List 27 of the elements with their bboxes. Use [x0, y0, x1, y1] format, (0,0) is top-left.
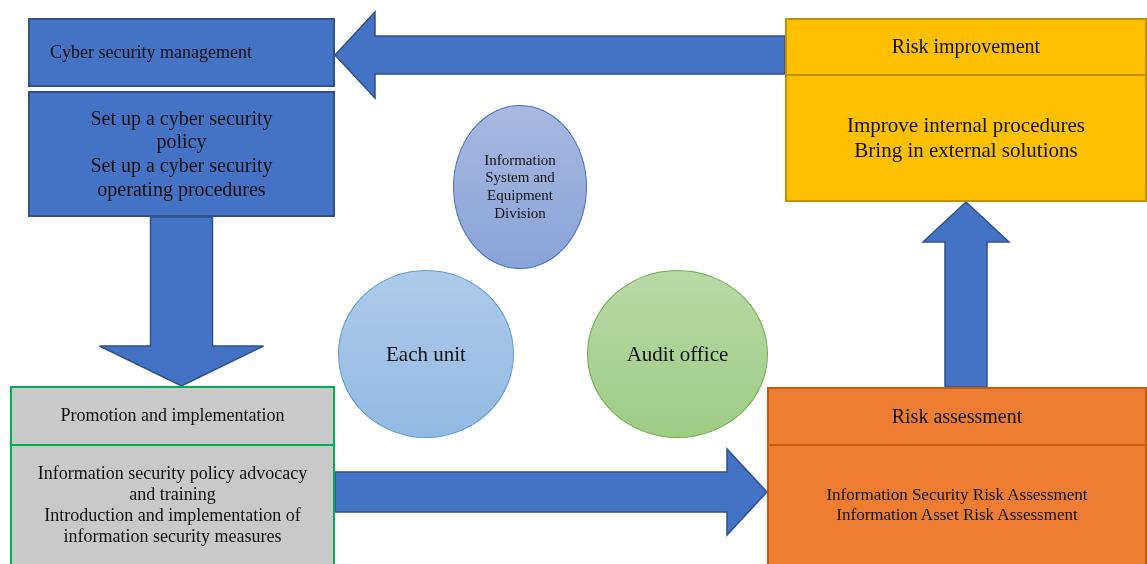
node-text: Information System and Equipment Division [483, 151, 557, 223]
node-text: Information security policy advocacy and training [36, 462, 309, 505]
process-box [785, 18, 1147, 76]
process-box [767, 387, 1147, 446]
node-text: Information Security Risk Assessment [826, 484, 1088, 505]
process-box [10, 444, 335, 564]
node-text: Information Asset Risk Assessment [836, 505, 1078, 526]
node-text: Set up a cyber security operating procedures [89, 154, 274, 202]
process-box [785, 74, 1147, 202]
node-text: Promotion and implementation [60, 405, 285, 427]
node-text: Risk improvement [891, 35, 1041, 59]
process-box [767, 444, 1147, 564]
block-arrow [334, 447, 769, 537]
process-box [10, 386, 335, 446]
block-arrow [98, 216, 265, 387]
process-box [28, 18, 335, 87]
node-text: Bring in external solutions [854, 138, 1078, 163]
node-text: Audit office [626, 341, 729, 367]
node-text: Introduction and implementation of information security measures [43, 505, 302, 548]
node-text: Risk assessment [891, 404, 1023, 429]
process-box [28, 91, 335, 217]
block-arrow [333, 10, 786, 100]
node-text: Cyber security management [50, 41, 252, 64]
block-arrow [921, 200, 1011, 388]
node-text: Set up a cyber security policy [89, 106, 274, 154]
node-text: Improve internal procedures [847, 113, 1085, 138]
node-text: Each unit [386, 341, 466, 367]
